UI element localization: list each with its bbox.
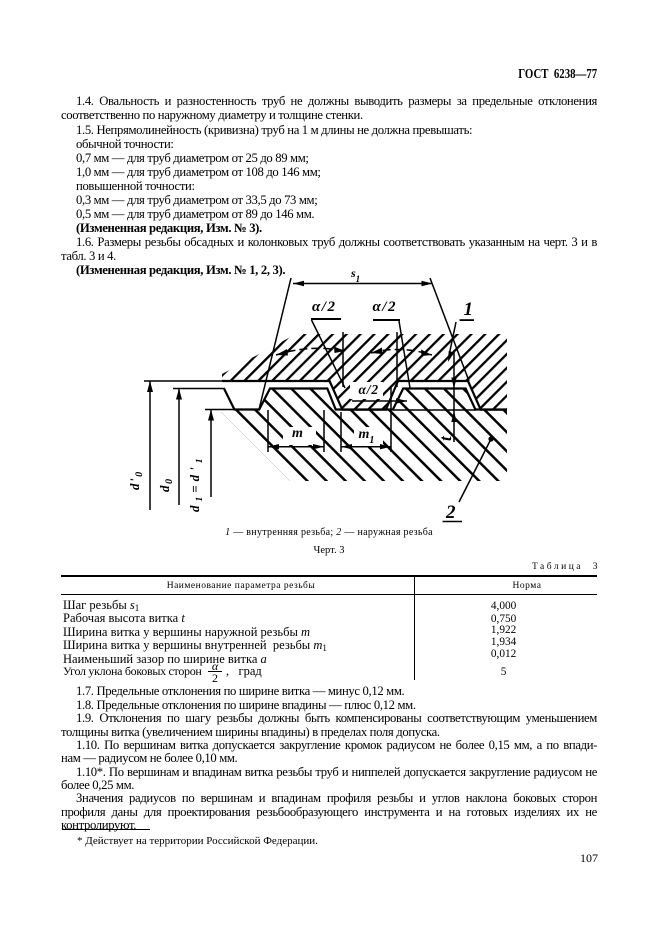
svg-text:t: t [436, 435, 455, 441]
svg-text:d1=d'1: d1=d'1 [187, 454, 205, 512]
svg-text:d'0: d'0 [127, 470, 145, 490]
svg-text:d0: d0 [157, 478, 175, 493]
